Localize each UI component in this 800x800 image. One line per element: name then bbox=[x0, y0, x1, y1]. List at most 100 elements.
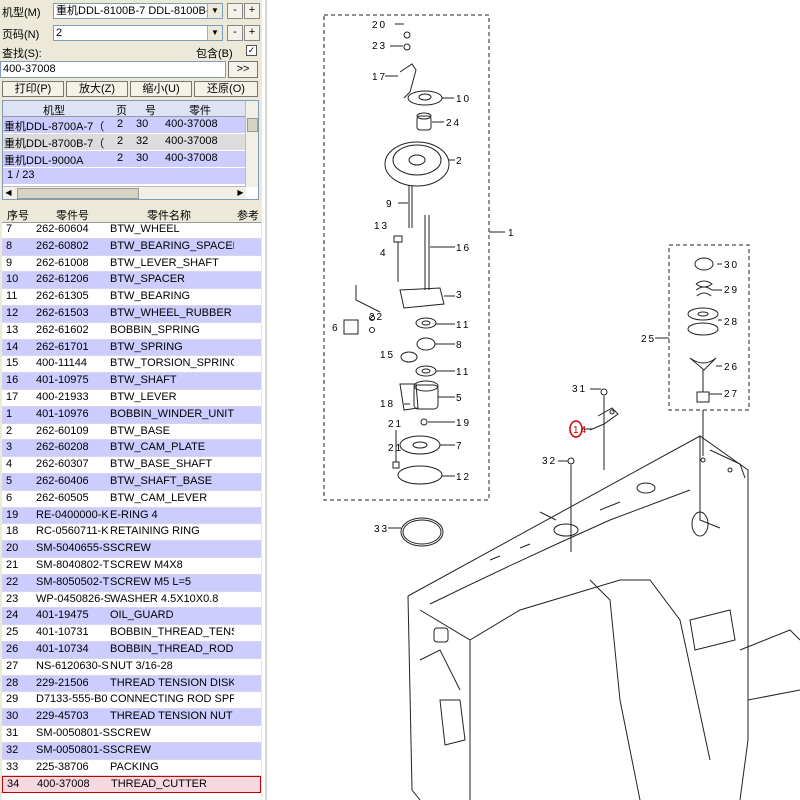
callout-31[interactable]: 31 bbox=[572, 384, 587, 395]
callout-16[interactable]: 16 bbox=[456, 243, 471, 254]
callout-11-a[interactable]: 11 bbox=[456, 320, 470, 331]
callout-20[interactable]: 20 bbox=[372, 20, 387, 31]
callout-17[interactable]: 17 bbox=[372, 72, 387, 83]
callout-32[interactable]: 32 bbox=[542, 456, 557, 467]
find-input[interactable]: 400-37008 bbox=[0, 61, 226, 78]
chevron-down-icon[interactable]: ▼ bbox=[207, 4, 222, 18]
parts-row-name: THREAD_CUTTER bbox=[111, 778, 207, 791]
callout-1[interactable]: 1 bbox=[508, 228, 516, 239]
callout-9[interactable]: 9 bbox=[386, 199, 394, 210]
callout-7[interactable]: 7 bbox=[456, 441, 464, 452]
callout-12[interactable]: 12 bbox=[456, 472, 471, 483]
model-next-button[interactable]: + bbox=[244, 3, 260, 19]
model-select[interactable]: 重机DDL-8100B-7 DDL-8100B- ▼ bbox=[53, 3, 223, 19]
restore-button[interactable]: 还原(O) bbox=[194, 81, 258, 97]
callout-13[interactable]: 13 bbox=[374, 221, 389, 232]
callout-33[interactable]: 33 bbox=[374, 524, 389, 535]
results-row[interactable]: 重机DDL-8700B-7（ 2 32 400-37008 bbox=[3, 134, 247, 150]
contains-checkbox[interactable]: ✓ bbox=[246, 45, 257, 56]
model-prev-button[interactable]: - bbox=[227, 3, 243, 19]
zoom-in-button[interactable]: 放大(Z) bbox=[66, 81, 128, 97]
callout-19[interactable]: 19 bbox=[456, 418, 471, 429]
results-row[interactable]: 重机DDL-8700A-7（ 2 30 400-37008 bbox=[3, 117, 247, 133]
callout-18[interactable]: 18 bbox=[380, 399, 395, 410]
zoom-out-button[interactable]: 缩小(U) bbox=[130, 81, 192, 97]
page-next-button[interactable]: + bbox=[244, 25, 260, 41]
chevron-down-icon[interactable]: ▼ bbox=[207, 26, 222, 40]
callout-25[interactable]: 25 bbox=[641, 334, 656, 345]
go-button[interactable]: >> bbox=[228, 61, 258, 78]
callout-3[interactable]: 3 bbox=[456, 290, 464, 301]
callout-26[interactable]: 26 bbox=[724, 362, 739, 373]
callout-21-b[interactable]: 21 bbox=[388, 443, 403, 454]
scroll-left-icon[interactable]: ◀ bbox=[5, 188, 12, 197]
scroll-thumb[interactable] bbox=[247, 118, 258, 132]
callout-5[interactable]: 5 bbox=[456, 393, 464, 404]
callout-2[interactable]: 2 bbox=[456, 156, 464, 167]
callout-4[interactable]: 4 bbox=[380, 248, 388, 259]
parts-row-name: PACKING bbox=[110, 760, 159, 773]
parts-row-name: BTW_SHAFT_BASE bbox=[110, 475, 213, 487]
parts-row-name: SCREW bbox=[110, 542, 151, 555]
callout-29[interactable]: 29 bbox=[724, 285, 739, 296]
page-prev-button[interactable]: - bbox=[227, 25, 243, 41]
results-vertical-scrollbar[interactable] bbox=[245, 101, 258, 187]
parts-diagram[interactable]: 20 23 17 10 24 2 9 16 1 13 4 3 6 22 11 8… bbox=[264, 0, 800, 800]
scroll-right-icon[interactable]: ▶ bbox=[237, 188, 244, 197]
callout-27[interactable]: 27 bbox=[724, 389, 739, 400]
callout-22[interactable]: 22 bbox=[369, 312, 384, 323]
callout-15[interactable]: 15 bbox=[380, 350, 395, 361]
results-row[interactable]: 重机DDL-9000A 2 30 400-37008 bbox=[3, 151, 247, 167]
callout-11-b[interactable]: 11 bbox=[456, 367, 470, 378]
callout-24[interactable]: 24 bbox=[446, 118, 461, 129]
callout-14[interactable]: 14 bbox=[573, 425, 588, 436]
scroll-thumb[interactable] bbox=[17, 188, 139, 199]
callout-28[interactable]: 28 bbox=[724, 317, 739, 328]
callout-8[interactable]: 8 bbox=[456, 340, 464, 351]
callout-23[interactable]: 23 bbox=[372, 41, 387, 52]
page-select[interactable]: 2 ▼ bbox=[53, 25, 223, 41]
callout-30[interactable]: 30 bbox=[724, 260, 739, 271]
results-horizontal-scrollbar[interactable]: ◀ ▶ bbox=[3, 186, 246, 199]
callout-6[interactable]: 6 bbox=[332, 323, 340, 334]
parts-row-name: BOBBIN_SPRING bbox=[110, 323, 200, 336]
callout-10[interactable]: 10 bbox=[456, 94, 471, 105]
print-button[interactable]: 打印(P) bbox=[2, 81, 64, 97]
parts-row-number: 262-60505 bbox=[36, 491, 89, 504]
callout-21-a[interactable]: 21 bbox=[388, 419, 403, 430]
